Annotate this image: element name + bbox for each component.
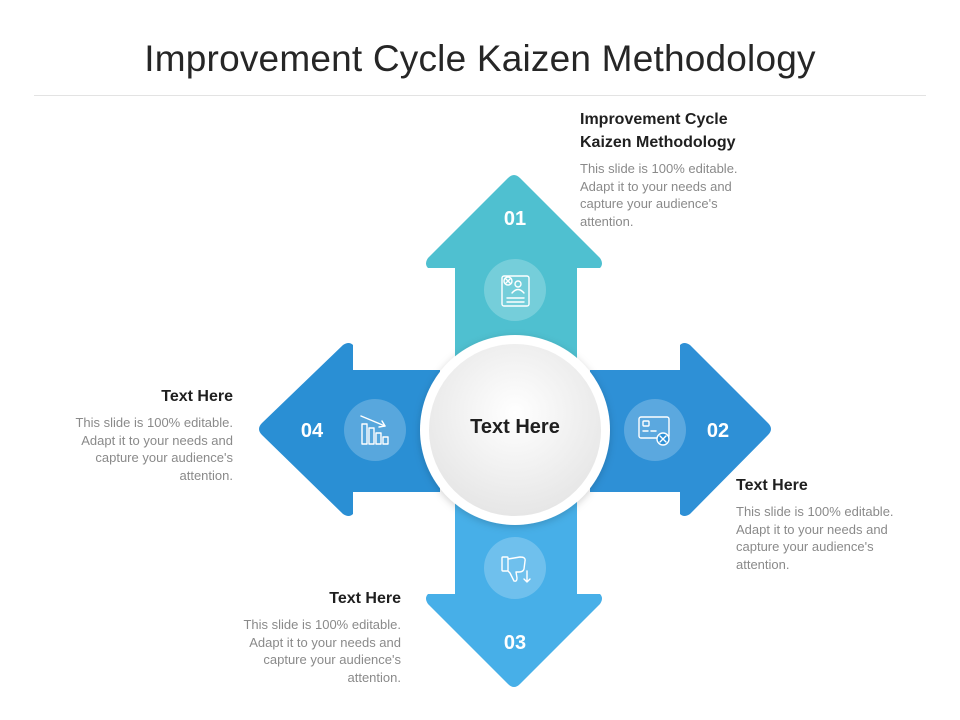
- declined-credit-card-icon: [638, 416, 670, 446]
- step-heading-03: Text Here: [329, 590, 401, 607]
- step-body-03: This slide is 100% editable. Adapt it to…: [243, 617, 401, 685]
- step-heading-04: Text Here: [161, 388, 233, 405]
- step-heading-01: Improvement Cycle Kaizen Methodology: [580, 111, 736, 151]
- step-text-03: Text Here This slide is 100% editable. A…: [236, 587, 401, 686]
- icon-circle-02: [624, 399, 686, 461]
- title-divider: [34, 95, 926, 96]
- center-label: Text Here: [470, 416, 560, 438]
- step-heading-02: Text Here: [736, 477, 808, 494]
- arrow-02: [590, 343, 771, 516]
- step-body-04: This slide is 100% editable. Adapt it to…: [75, 415, 233, 483]
- step-text-02: Text Here This slide is 100% editable. A…: [736, 474, 901, 573]
- step-number-03: 03: [503, 632, 527, 654]
- page-title: Improvement Cycle Kaizen Methodology: [144, 38, 816, 79]
- icon-circle-04: [344, 399, 406, 461]
- step-body-01: This slide is 100% editable. Adapt it to…: [580, 161, 738, 229]
- user-profile-document-icon: [501, 275, 530, 307]
- step-number-04: 04: [300, 420, 324, 442]
- step-number-02: 02: [706, 420, 730, 442]
- thumbs-down-icon: [501, 556, 531, 583]
- arrow-03: [426, 500, 602, 687]
- arrow-04: [259, 343, 440, 516]
- step-body-02: This slide is 100% editable. Adapt it to…: [736, 504, 894, 572]
- step-text-04: Text Here This slide is 100% editable. A…: [68, 385, 233, 484]
- step-text-01: Improvement Cycle Kaizen Methodology Thi…: [580, 108, 780, 230]
- arrow-01: [426, 175, 602, 360]
- icon-circle-03: [484, 537, 546, 599]
- declining-bar-chart-icon: [360, 415, 389, 445]
- center-circle: [429, 344, 601, 516]
- step-number-01: 01: [503, 208, 527, 230]
